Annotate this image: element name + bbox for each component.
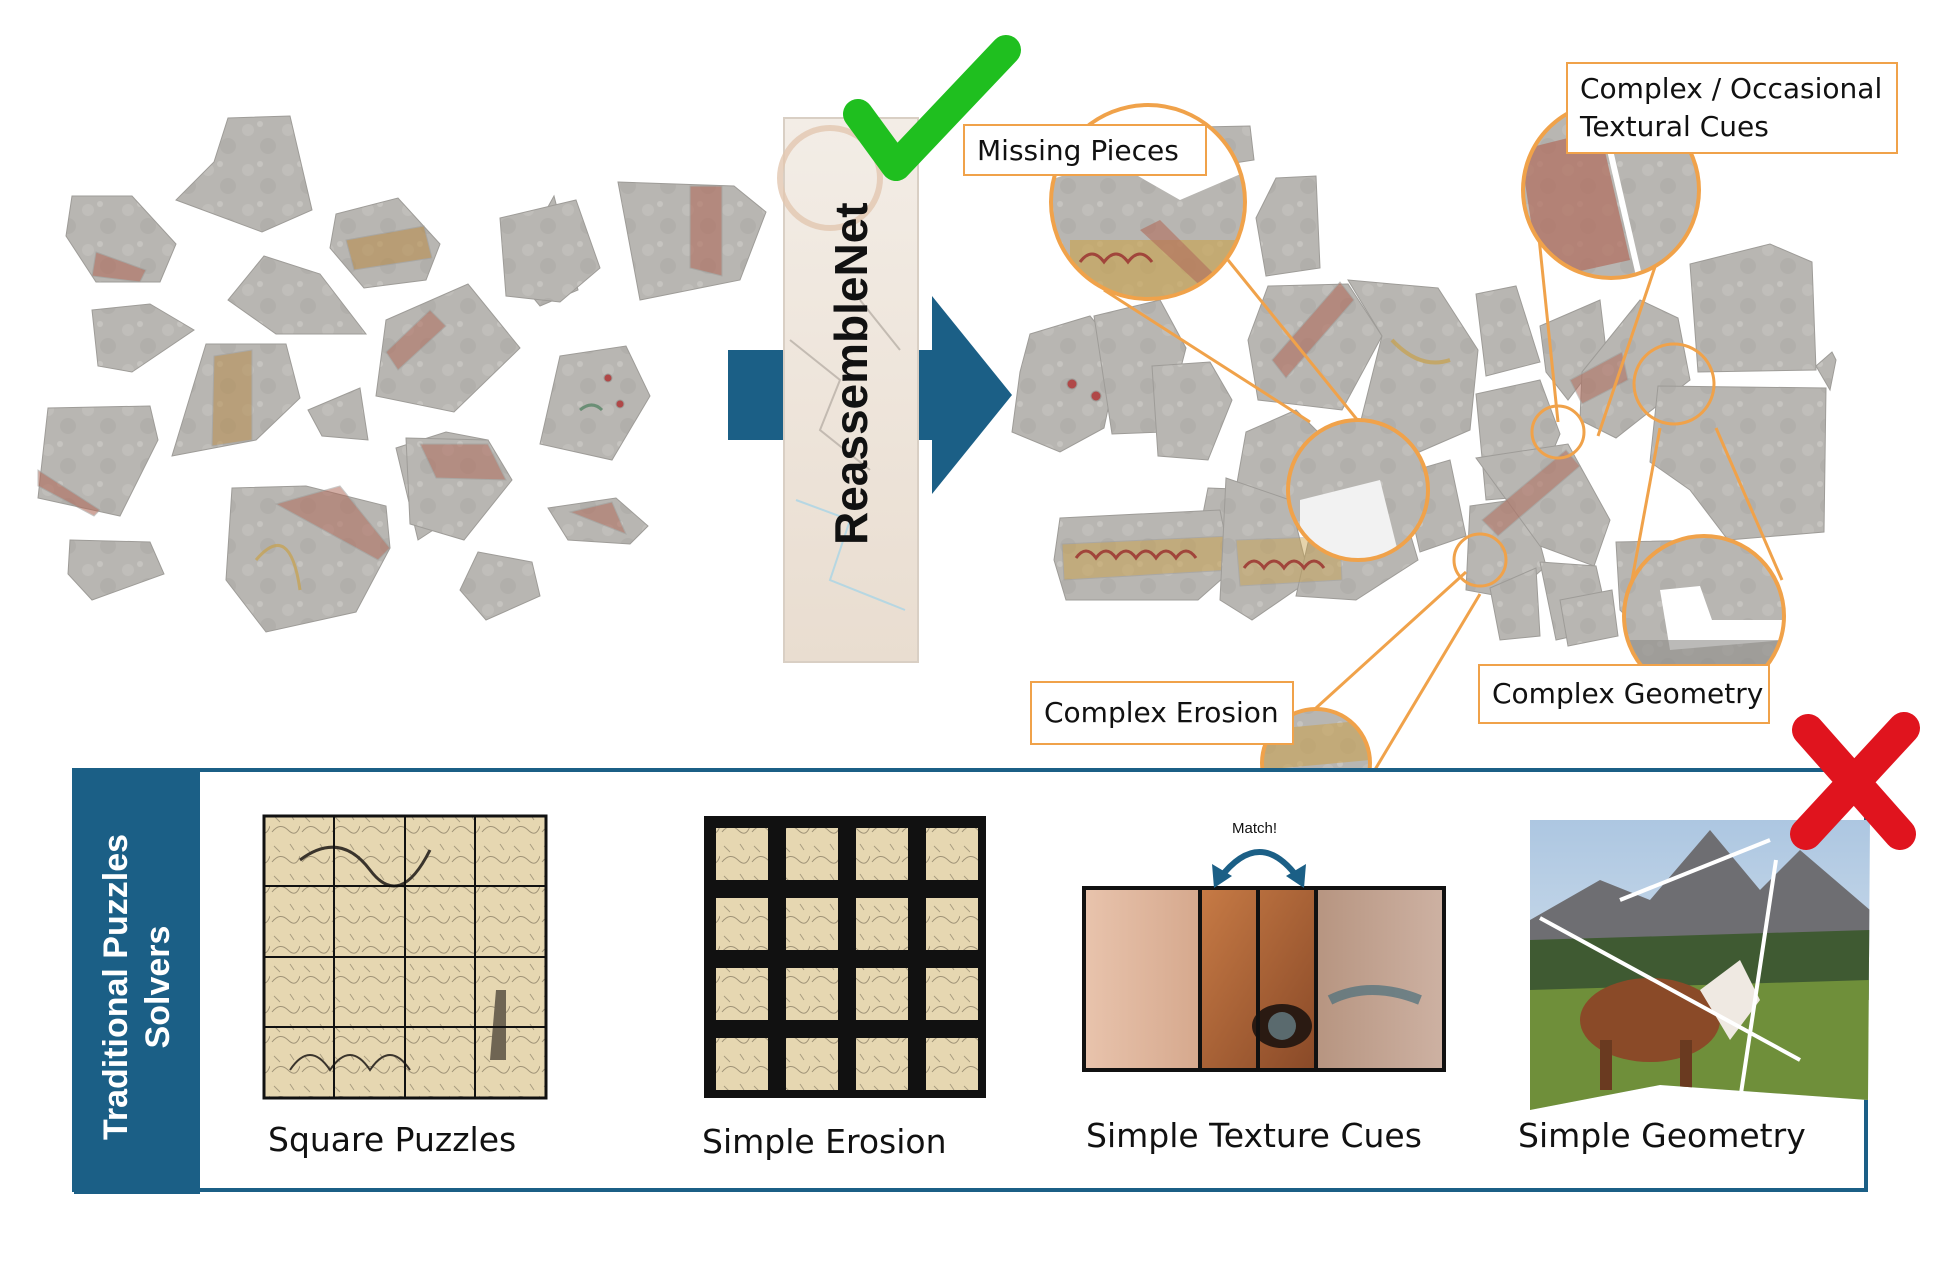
callout-textural-line1: Complex / Occasional bbox=[1580, 72, 1883, 105]
scattered-fragments bbox=[37, 115, 767, 633]
caption-simple-geometry: Simple Geometry bbox=[1518, 1116, 1806, 1155]
fragment bbox=[37, 405, 159, 517]
example-simple-geometry bbox=[1530, 820, 1870, 1110]
caption-square-puzzles: Square Puzzles bbox=[268, 1120, 517, 1159]
traditional-panel-label: Traditional Puzzles Solvers bbox=[95, 787, 179, 1187]
callout-complex-geometry: Complex Geometry bbox=[1478, 664, 1770, 724]
callout-complex-textural-cues: Complex / Occasional Textural Cues bbox=[1566, 62, 1898, 154]
callout-complex-erosion: Complex Erosion bbox=[1030, 681, 1294, 745]
example-simple-texture-cues bbox=[1082, 849, 1446, 1072]
marker-circle bbox=[1632, 342, 1716, 426]
traditional-label-line2: Solvers bbox=[139, 925, 177, 1049]
fragment bbox=[1475, 285, 1541, 377]
fragment bbox=[499, 199, 601, 303]
reassembled-fresco bbox=[1011, 125, 1837, 651]
check-mark-icon bbox=[843, 35, 1021, 181]
caption-simple-erosion: Simple Erosion bbox=[702, 1122, 947, 1161]
fragment bbox=[91, 303, 195, 373]
marker-circle bbox=[1452, 532, 1508, 588]
fragment bbox=[1689, 243, 1817, 373]
callout-missing-pieces-text: Missing Pieces bbox=[977, 134, 1179, 167]
fragment bbox=[1649, 385, 1827, 541]
fragment bbox=[1347, 279, 1479, 457]
callout-missing-pieces: Missing Pieces bbox=[963, 124, 1207, 176]
callout-complex-geometry-text: Complex Geometry bbox=[1492, 677, 1764, 710]
reassemblenet-bar bbox=[777, 117, 919, 663]
match-label: Match! bbox=[1232, 820, 1278, 837]
cross-mark-icon bbox=[1790, 712, 1920, 850]
fragment bbox=[227, 255, 368, 335]
model-name: ReassembleNet bbox=[825, 202, 877, 545]
fragment bbox=[1815, 351, 1837, 392]
example-simple-erosion bbox=[704, 816, 986, 1098]
magnifier-center bbox=[1286, 418, 1430, 562]
fragment bbox=[1489, 567, 1541, 641]
example-square-puzzles bbox=[262, 814, 548, 1100]
callout-textural-line2: Textural Cues bbox=[1580, 109, 1769, 143]
fragment bbox=[1151, 361, 1233, 461]
fragment bbox=[375, 283, 521, 413]
fragment bbox=[175, 115, 313, 233]
caption-simple-texture-cues: Simple Texture Cues bbox=[1086, 1116, 1422, 1155]
traditional-label-line1: Traditional Puzzles bbox=[97, 833, 135, 1141]
fragment bbox=[65, 195, 177, 283]
fragment bbox=[1255, 175, 1321, 277]
match-arrow-icon bbox=[1217, 849, 1301, 880]
fragment bbox=[1559, 589, 1619, 647]
fragment bbox=[307, 387, 369, 441]
fragment bbox=[459, 551, 541, 621]
marker-circle bbox=[1530, 404, 1586, 460]
fragment bbox=[1219, 477, 1311, 621]
fragment bbox=[539, 345, 651, 461]
callout-complex-erosion-text: Complex Erosion bbox=[1044, 696, 1279, 729]
fragment bbox=[67, 539, 165, 601]
fragment bbox=[1247, 283, 1383, 411]
fragment bbox=[1475, 443, 1611, 567]
